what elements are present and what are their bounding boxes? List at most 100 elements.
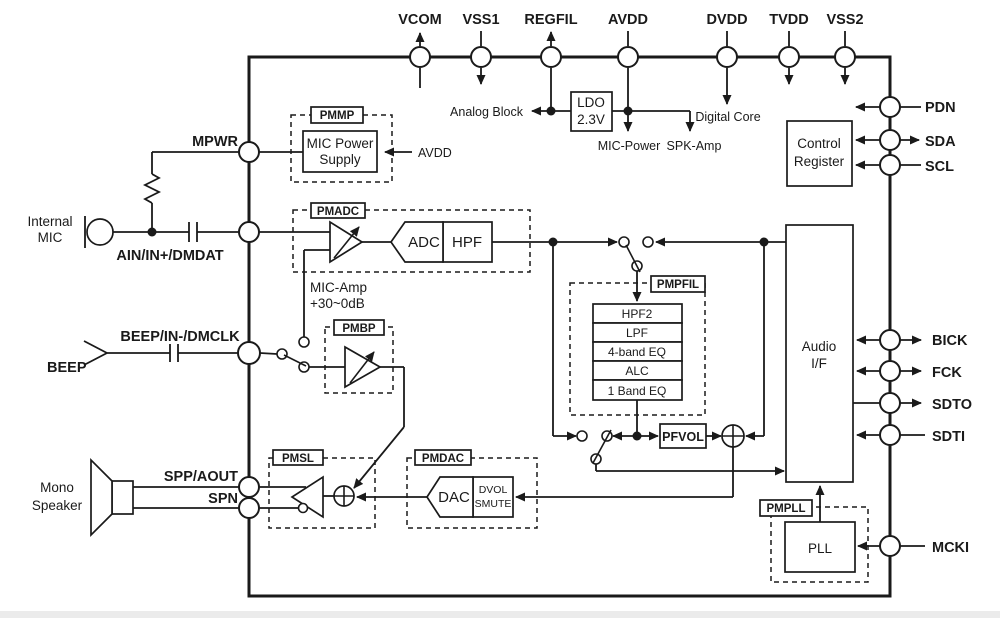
top-pin-labels: VCOM VSS1 REGFIL AVDD DVDD TVDD VSS2 bbox=[398, 12, 863, 28]
capacitor-icon bbox=[188, 222, 198, 242]
mic-power-supply-label-2: Supply bbox=[319, 152, 361, 167]
hpf-label: HPF bbox=[452, 234, 482, 251]
pin-avdd bbox=[617, 46, 639, 68]
control-register-label-2: Register bbox=[794, 154, 845, 169]
pmpfil-tag: PMPFIL bbox=[657, 279, 699, 291]
ldo-block bbox=[570, 91, 613, 132]
pin-label-mpwr: MPWR bbox=[192, 134, 238, 150]
filter-chain-stack bbox=[592, 303, 683, 401]
mono-speaker-icon bbox=[90, 457, 134, 538]
external-labels: Internal MIC BEEP Mono Speaker bbox=[27, 214, 86, 513]
pin-label-sda: SDA bbox=[925, 134, 956, 150]
beep-label: BEEP bbox=[47, 360, 87, 376]
pin-sda bbox=[879, 129, 901, 151]
pin-label-vss2: VSS2 bbox=[826, 12, 863, 28]
pin-circles bbox=[237, 46, 901, 557]
pin-ain bbox=[238, 221, 260, 243]
pin-label-tvdd: TVDD bbox=[769, 12, 808, 28]
pin-label-beep-in: BEEP/IN-/DMCLK bbox=[120, 329, 240, 345]
control-register-label-1: Control bbox=[797, 136, 841, 151]
filter-label-alc: ALC bbox=[625, 364, 649, 378]
pin-label-dvdd: DVDD bbox=[706, 12, 747, 28]
speaker-amp-icon bbox=[290, 475, 324, 519]
pmpll-tag: PMPLL bbox=[767, 503, 806, 515]
pmadc-module-box bbox=[292, 209, 531, 273]
dvol-smute-block bbox=[472, 476, 514, 518]
chip-outline bbox=[247, 55, 892, 598]
adc-label: ADC bbox=[408, 234, 440, 251]
pin-label-sdto: SDTO bbox=[932, 397, 972, 413]
filter-label-lpf: LPF bbox=[626, 326, 648, 340]
pmbp-tag: PMBP bbox=[342, 323, 376, 335]
pin-mcki bbox=[879, 535, 901, 557]
audio-if-label-1: Audio bbox=[802, 339, 837, 354]
dac-label: DAC bbox=[438, 489, 470, 506]
pin-label-ain: AIN/IN+/DMDAT bbox=[116, 248, 223, 264]
beep-amp-icon bbox=[344, 345, 382, 389]
pin-scl bbox=[879, 154, 901, 176]
pin-mpwr bbox=[238, 141, 260, 163]
filter-chain-labels: HPF2 LPF 4-band EQ ALC 1 Band EQ bbox=[608, 307, 667, 398]
filter-label-hpf2: HPF2 bbox=[622, 307, 653, 321]
power-labels: LDO 2.3V Analog Block MIC-Power SPK-Amp … bbox=[418, 95, 761, 160]
left-pin-labels: MPWR AIN/IN+/DMDAT BEEP/IN-/DMCLK SPP/AO… bbox=[116, 134, 240, 507]
filter-label-4band-eq: 4-band EQ bbox=[608, 345, 666, 359]
audio-if-label-2: I/F bbox=[811, 356, 827, 371]
beep-source-icon bbox=[83, 340, 108, 366]
pin-label-pdn: PDN bbox=[925, 100, 956, 116]
page-edge-strip bbox=[0, 611, 1000, 618]
ldo-label-2: 2.3V bbox=[577, 112, 605, 127]
dvol-label-1: DVOL bbox=[479, 484, 508, 496]
pin-vcom bbox=[409, 46, 431, 68]
pin-vss2 bbox=[834, 46, 856, 68]
mono-speaker-label-2: Speaker bbox=[32, 498, 83, 513]
pin-label-spp: SPP/AOUT bbox=[164, 469, 238, 485]
right-pin-labels: PDN SDA SCL BICK FCK SDTO SDTI MCKI bbox=[925, 100, 972, 556]
junction-dots bbox=[147, 106, 769, 441]
internal-mic-label-2: MIC bbox=[38, 230, 63, 245]
pin-tvdd bbox=[778, 46, 800, 68]
pin-label-avdd: AVDD bbox=[608, 12, 648, 28]
audio-if-block bbox=[785, 224, 854, 483]
ldo-label-1: LDO bbox=[577, 95, 605, 110]
capacitor-icon bbox=[169, 344, 179, 362]
digital-core-label: Digital Core bbox=[695, 110, 760, 124]
block-labels: MIC Power Supply Control Register ADC HP… bbox=[307, 136, 845, 556]
beep-select-switch bbox=[276, 336, 310, 373]
pin-label-spn: SPN bbox=[208, 491, 238, 507]
dvol-label-2: SMUTE bbox=[475, 498, 512, 510]
pmdac-module-box bbox=[406, 457, 538, 529]
hpf-block bbox=[442, 221, 493, 263]
pmadc-tag: PMADC bbox=[317, 206, 359, 218]
control-register-block bbox=[786, 120, 853, 187]
pmbp-module-box bbox=[324, 326, 394, 394]
record-select-switch bbox=[576, 429, 613, 465]
pmsl-tag: PMSL bbox=[282, 453, 314, 465]
pin-regfil bbox=[540, 46, 562, 68]
pll-label: PLL bbox=[808, 541, 833, 556]
pin-dvdd bbox=[716, 46, 738, 68]
pmsl-module-box bbox=[268, 457, 376, 529]
playback-mixer-icon bbox=[721, 424, 745, 448]
internal-mic-icon bbox=[84, 216, 114, 248]
speaker-mixer-icon bbox=[333, 485, 355, 507]
pin-label-fck: FCK bbox=[932, 365, 962, 381]
pin-label-mcki: MCKI bbox=[932, 540, 969, 556]
pin-sdto bbox=[879, 392, 901, 414]
internal-mic-label-1: Internal bbox=[27, 214, 72, 229]
mic-power-label: MIC-Power bbox=[598, 139, 661, 153]
pfvol-block bbox=[659, 423, 707, 449]
pin-bick bbox=[879, 329, 901, 351]
mic-supply-avdd-label: AVDD bbox=[418, 146, 452, 160]
mic-amp-label-2: +30~0dB bbox=[310, 296, 365, 311]
pll-block bbox=[784, 521, 856, 573]
pin-label-vss1: VSS1 bbox=[462, 12, 499, 28]
pin-pdn bbox=[879, 96, 901, 118]
pmmp-module-box bbox=[290, 114, 393, 183]
pin-vss1 bbox=[470, 46, 492, 68]
analog-block-label: Analog Block bbox=[450, 105, 524, 119]
pin-beep bbox=[237, 341, 261, 365]
input-select-switch bbox=[618, 236, 654, 273]
